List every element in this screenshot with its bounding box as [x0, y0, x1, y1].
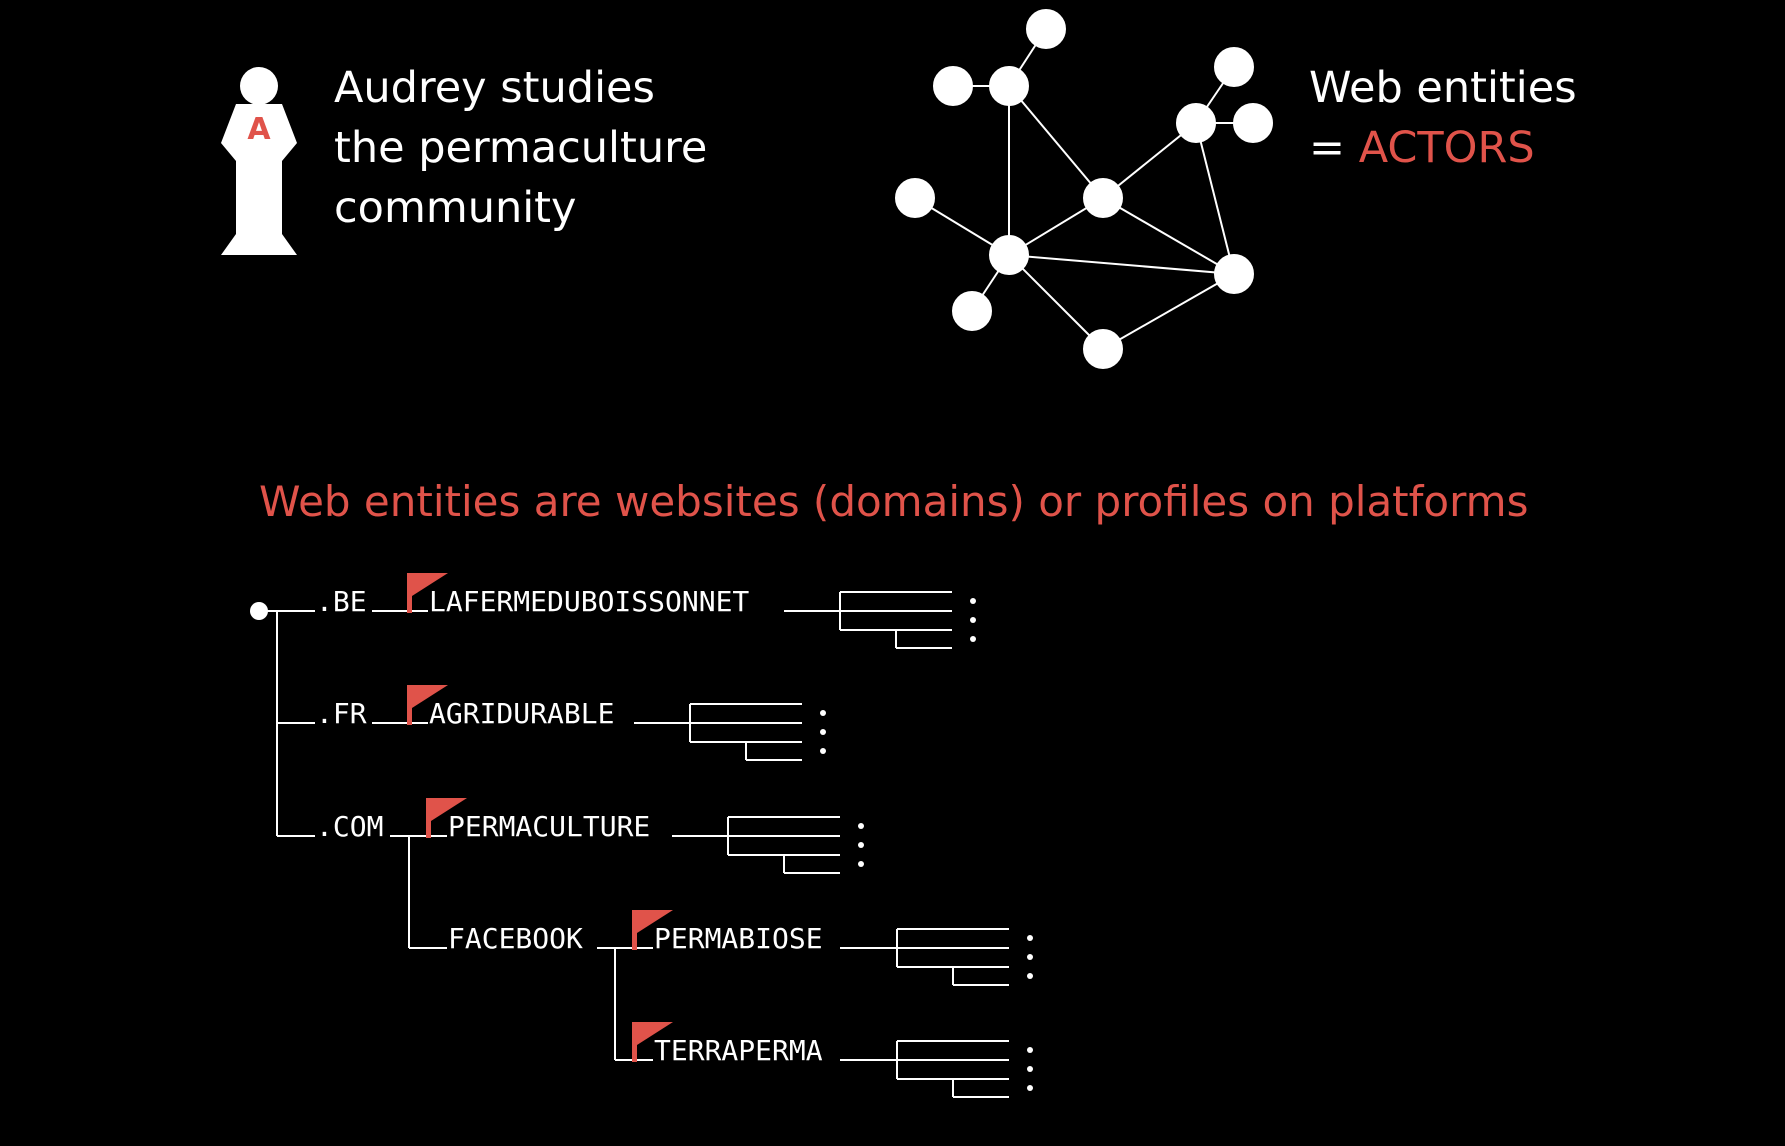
researcher-caption: Audrey studies the permaculture communit…	[334, 63, 721, 233]
flag-icon	[632, 1022, 673, 1062]
tld-label: .FR	[316, 697, 367, 730]
researcher-caption-line: Audrey studies	[334, 63, 655, 113]
network-graph-icon	[895, 9, 1273, 369]
network-caption-prefix: =	[1309, 123, 1359, 173]
flag-icon	[426, 798, 467, 838]
flag-icon	[407, 685, 448, 725]
entity-label: AGRIDURABLE	[429, 697, 614, 730]
tld-label: .BE	[316, 585, 367, 618]
researcher-caption-line: community	[334, 183, 576, 233]
more-dots	[820, 598, 1033, 1091]
tree-lines	[259, 591, 1009, 1098]
entity-label: TERRAPERMA	[654, 1034, 823, 1067]
entity-label: PERMABIOSE	[654, 922, 823, 955]
subtitle: Web entities are websites (domains) or p…	[259, 477, 1528, 526]
flag-icon	[632, 910, 673, 950]
flag-icon	[407, 573, 448, 613]
researcher-icon: A	[221, 67, 297, 255]
researcher-caption-line: the permaculture	[334, 123, 707, 173]
platform-label: FACEBOOK	[448, 922, 583, 955]
entity-label: LAFERMEDUBOISSONNET	[429, 585, 749, 618]
network-caption-line1: Web entities	[1309, 63, 1577, 113]
tree-root-node	[250, 602, 268, 620]
entity-label: PERMACULTURE	[448, 810, 650, 843]
actors-highlight: ACTORS	[1359, 123, 1535, 173]
network-caption-line2: = ACTORS	[1309, 123, 1535, 173]
tld-label: .COM	[316, 810, 383, 843]
researcher-badge-letter: A	[247, 112, 271, 147]
